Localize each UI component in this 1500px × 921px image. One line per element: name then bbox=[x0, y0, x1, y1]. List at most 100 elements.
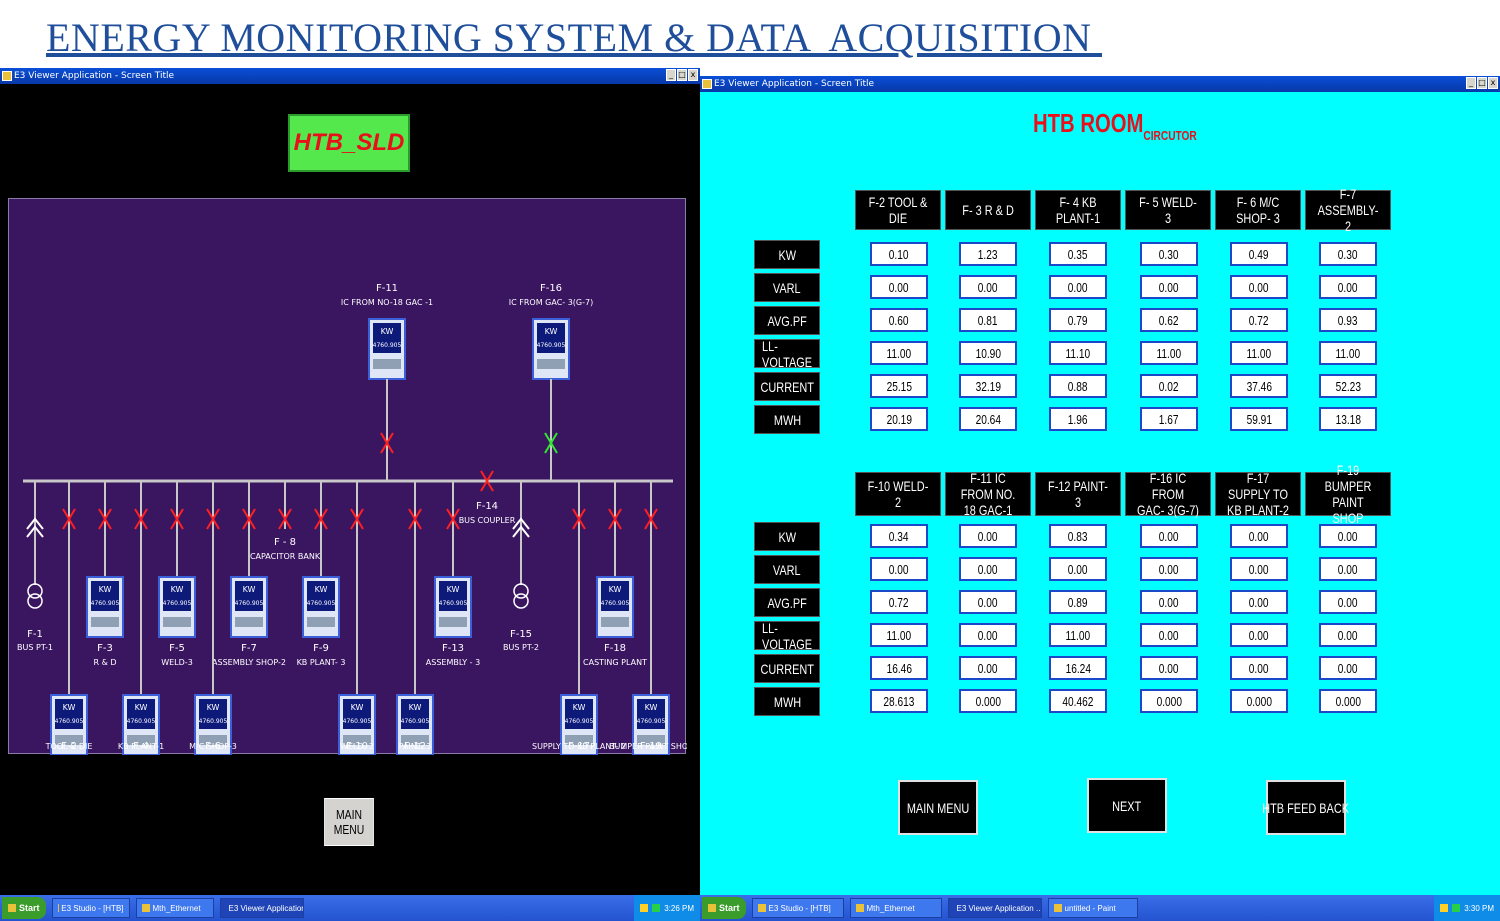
feeder-tag: F-3 bbox=[97, 643, 113, 654]
taskbar-item[interactable]: E3 Viewer Application ... bbox=[219, 898, 304, 918]
column-header: F- 5 WELD- 3 bbox=[1125, 190, 1211, 230]
value-field: 0.93 bbox=[1319, 308, 1377, 332]
breaker-icon[interactable] bbox=[380, 432, 394, 454]
breaker-icon[interactable] bbox=[608, 508, 622, 530]
feeder-tag: F-17 bbox=[568, 741, 590, 752]
breaker-icon[interactable] bbox=[278, 508, 292, 530]
htb-feedback-button[interactable]: HTB FEED BACK bbox=[1263, 780, 1349, 835]
tray-icon[interactable] bbox=[1452, 904, 1461, 912]
breaker-icon[interactable] bbox=[644, 508, 658, 530]
chevron-up-icon bbox=[26, 517, 44, 530]
bus-coupler-tag: F-14 bbox=[476, 501, 498, 512]
value-field: 0.00 bbox=[1140, 275, 1198, 299]
main-menu-label: MAIN MENU bbox=[333, 807, 365, 837]
breaker-icon[interactable] bbox=[480, 470, 494, 492]
breaker-icon[interactable] bbox=[572, 508, 586, 530]
breaker-icon[interactable] bbox=[62, 508, 76, 530]
pt-desc: BUS PT-1 bbox=[17, 643, 53, 652]
value-field: 20.64 bbox=[959, 407, 1017, 431]
windows-icon bbox=[8, 904, 16, 912]
breaker-icon[interactable] bbox=[134, 508, 148, 530]
breaker-icon[interactable] bbox=[408, 508, 422, 530]
breaker-icon[interactable] bbox=[98, 508, 112, 530]
transformer-icon bbox=[27, 593, 43, 609]
taskbar-item[interactable]: untitled - Paint bbox=[1047, 898, 1138, 918]
taskbar-item[interactable]: E3 Studio - [HTB] bbox=[751, 898, 844, 918]
breaker-icon[interactable] bbox=[170, 508, 184, 530]
value-field: 0.00 bbox=[1140, 524, 1198, 548]
column-header: F-2 TOOL & DIE bbox=[855, 190, 941, 230]
close-button[interactable]: x bbox=[688, 69, 698, 81]
meter-label: KW bbox=[409, 703, 422, 712]
value-field: 0.00 bbox=[1230, 557, 1288, 581]
value-field: 16.46 bbox=[870, 656, 928, 680]
value-field: 59.91 bbox=[1230, 407, 1288, 431]
feeder-tag: F-10 bbox=[346, 741, 368, 752]
taskbar-item[interactable]: Mth_Ethernet bbox=[135, 898, 214, 918]
taskbar-item[interactable]: Mth_Ethernet bbox=[849, 898, 942, 918]
breaker-icon[interactable] bbox=[544, 432, 558, 454]
breaker-icon[interactable] bbox=[314, 508, 328, 530]
value-field: 16.24 bbox=[1049, 656, 1107, 680]
feeder-tag: F-18 bbox=[604, 643, 626, 654]
breaker-icon[interactable] bbox=[242, 508, 256, 530]
tray-icon[interactable] bbox=[652, 904, 661, 912]
incomer-tag: F-11 bbox=[376, 283, 398, 294]
feeder-desc: KB PLANT-1 bbox=[118, 742, 164, 751]
next-button[interactable]: NEXT bbox=[1087, 778, 1167, 833]
energy-meter-icon[interactable]: KW 4760.905 bbox=[396, 694, 434, 755]
meter-value: 4760.905 bbox=[55, 718, 84, 725]
start-button[interactable]: Start bbox=[702, 897, 746, 919]
tray-icon[interactable] bbox=[1440, 904, 1449, 912]
minimize-button[interactable]: _ bbox=[1466, 77, 1476, 89]
meter-value: 4760.905 bbox=[401, 718, 430, 725]
taskbar-item[interactable]: E3 Studio - [HTB] bbox=[51, 898, 130, 918]
meter-label: KW bbox=[207, 703, 220, 712]
taskbar-item[interactable]: E3 Viewer Application ... bbox=[947, 898, 1042, 918]
breaker-icon[interactable] bbox=[350, 508, 364, 530]
main-menu-button[interactable]: MAIN MENU bbox=[898, 780, 978, 835]
column-header: F-17 SUPPLY TO KB PLANT-2 bbox=[1215, 470, 1301, 518]
meter-label: KW bbox=[545, 327, 558, 336]
feeder-desc: CASTING PLANT bbox=[583, 658, 647, 667]
value-field: 0.00 bbox=[1049, 557, 1107, 581]
value-field: 0.00 bbox=[870, 275, 928, 299]
value-field: 0.000 bbox=[1230, 689, 1288, 713]
app-icon bbox=[2, 71, 12, 81]
feeder-desc: BUMPER PAINT SHOP bbox=[609, 742, 687, 751]
meter-label: KW bbox=[447, 585, 460, 594]
value-field: 0.89 bbox=[1049, 590, 1107, 614]
close-button[interactable]: x bbox=[1488, 77, 1498, 89]
breaker-icon[interactable] bbox=[206, 508, 220, 530]
value-field: 0.00 bbox=[1319, 524, 1377, 548]
value-field: 0.00 bbox=[959, 524, 1017, 548]
tray-icon[interactable] bbox=[640, 904, 649, 912]
value-field: 1.67 bbox=[1140, 407, 1198, 431]
breaker-icon[interactable] bbox=[446, 508, 460, 530]
row-label: VARL bbox=[754, 555, 820, 584]
transformer-icon bbox=[513, 593, 529, 609]
value-field: 0.72 bbox=[870, 590, 928, 614]
main-menu-button[interactable]: MAIN MENU bbox=[324, 798, 374, 846]
maximize-button[interactable]: □ bbox=[1477, 77, 1487, 89]
value-field: 0.00 bbox=[1319, 557, 1377, 581]
start-button[interactable]: Start bbox=[2, 897, 46, 919]
meter-value: 4760.905 bbox=[637, 718, 666, 725]
minimize-button[interactable]: _ bbox=[666, 69, 676, 81]
maximize-button[interactable]: □ bbox=[677, 69, 687, 81]
